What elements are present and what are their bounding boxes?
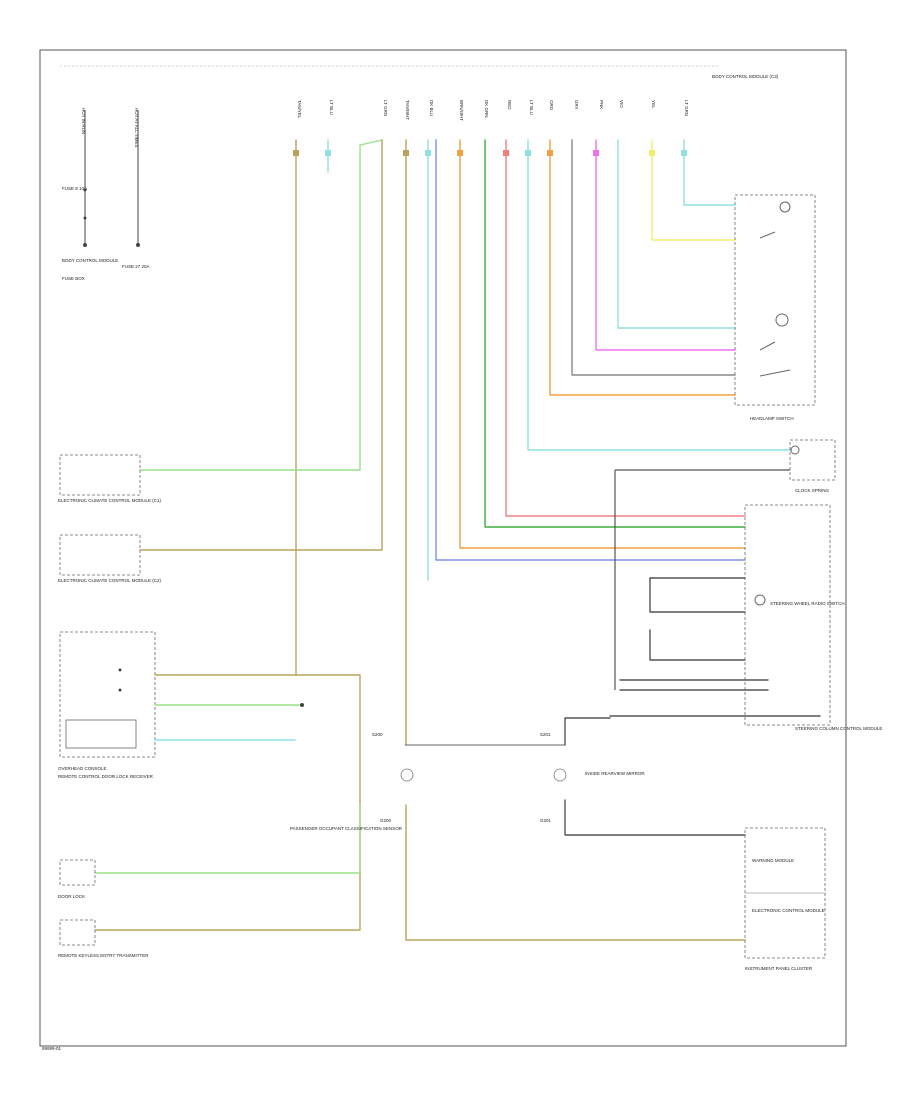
door-lock-label: DOOR LOCK bbox=[58, 894, 85, 899]
svg-text:LT BLU: LT BLU bbox=[329, 100, 334, 115]
steering-radio-switch: STEERING COLUMN CONTROL MODULE STEERING … bbox=[609, 469, 882, 731]
svg-text:GRY: GRY bbox=[574, 100, 579, 110]
fuse-left-label: FUSE 8 10A bbox=[62, 186, 87, 191]
svg-text:VIO: VIO bbox=[619, 100, 624, 108]
ecm-modules: ELECTRONIC CLIMATE CONTROL MODULE (C1) E… bbox=[58, 454, 162, 583]
svg-text:LT GRN: LT GRN bbox=[383, 100, 388, 116]
svg-text:BRN/WHT: BRN/WHT bbox=[459, 100, 464, 121]
svg-text:LT BLU: LT BLU bbox=[529, 100, 534, 115]
mirror-label: INSIDE REARVIEW MIRROR bbox=[585, 771, 645, 776]
ecm-bottom-label: ELECTRONIC CLIMATE CONTROL MODULE (C2) bbox=[58, 578, 162, 583]
left-console-label-b: REMOTE CONTROL DOOR LOCK RECEIVER bbox=[58, 774, 154, 779]
warning-module-label: WARNING MODULE bbox=[752, 858, 794, 863]
instrument-cluster: WARNING MODULE ELECTRONIC CONTROL MODULE… bbox=[744, 827, 826, 971]
steering-control-label: STEERING COLUMN CONTROL MODULE bbox=[795, 726, 882, 731]
passenger-sensor-label: PASSENGER OCCUPANT CLASSIFICATION SENSOR bbox=[290, 826, 403, 831]
cluster-label: INSTRUMENT PANEL CLUSTER bbox=[745, 966, 813, 971]
headlamp-switch: HEADLAMP SWITCH bbox=[734, 194, 816, 421]
fuse-box-label-b: FUSE BOX bbox=[62, 276, 85, 281]
connector-mid-label: STEERING WHEEL RADIO SWITCH bbox=[770, 601, 845, 606]
left-console-label: OVERHEAD CONSOLE bbox=[58, 766, 107, 771]
top-wire-labels: TAN/YEL LT BLU LT GRN TAN/WHT DK BLU BRN… bbox=[297, 74, 779, 121]
svg-text:TAN/WHT: TAN/WHT bbox=[405, 100, 410, 120]
overhead-console: OVERHEAD CONSOLE REMOTE CONTROL DOOR LOC… bbox=[58, 631, 361, 931]
svg-text:ORG: ORG bbox=[549, 100, 554, 111]
bcm-c3-label: BODY CONTROL MODULE (C3) bbox=[712, 74, 779, 79]
bottom-wires bbox=[94, 804, 746, 941]
fuse-box-label-a: BODY CONTROL MODULE bbox=[62, 258, 118, 263]
ground-b-label: G201 bbox=[540, 818, 552, 823]
svg-text:DK BLU: DK BLU bbox=[429, 100, 434, 116]
fuse-right-label: FUSE 27 20A bbox=[122, 264, 150, 269]
ecm-module-label: ELECTRONIC CONTROL MODULE bbox=[752, 908, 825, 913]
splice-b-label: S201 bbox=[540, 732, 551, 737]
splice-a-label: S200 bbox=[372, 732, 383, 737]
svg-text:PNK: PNK bbox=[599, 100, 604, 109]
ground-a-label: G200 bbox=[380, 818, 392, 823]
splices: S200 S201 INSIDE REARVIEW MIRROR G200 G2… bbox=[372, 717, 746, 836]
hot-at-all-times-label: HOT AT ALL TIMES bbox=[134, 108, 139, 148]
diagram-frame bbox=[39, 49, 847, 1047]
svg-text:TAN/YEL: TAN/YEL bbox=[297, 100, 302, 119]
svg-text:DK GRN: DK GRN bbox=[484, 100, 489, 118]
bottom-left-components: DOOR LOCK REMOTE KEYLESS ENTRY TRANSMITT… bbox=[58, 826, 403, 958]
fuse-block: HOT IN RUN HOT AT ALL TIMES FUSE 8 10A F… bbox=[62, 108, 150, 281]
wire-bundle bbox=[139, 139, 791, 746]
rke-transmitter-label: REMOTE KEYLESS ENTRY TRANSMITTER bbox=[58, 953, 149, 958]
figure-id: 99999-01 bbox=[42, 1046, 62, 1051]
hot-in-run-label: HOT IN RUN bbox=[81, 108, 86, 134]
clock-spring-label: CLOCK SPRING bbox=[795, 488, 830, 493]
svg-text:RED: RED bbox=[507, 100, 512, 110]
headlamp-switch-label: HEADLAMP SWITCH bbox=[750, 416, 794, 421]
ecm-top-label: ELECTRONIC CLIMATE CONTROL MODULE (C1) bbox=[58, 498, 162, 503]
svg-text:LT GRN: LT GRN bbox=[684, 100, 689, 116]
svg-text:YEL: YEL bbox=[651, 100, 656, 109]
clock-spring: CLOCK SPRING bbox=[789, 439, 836, 493]
